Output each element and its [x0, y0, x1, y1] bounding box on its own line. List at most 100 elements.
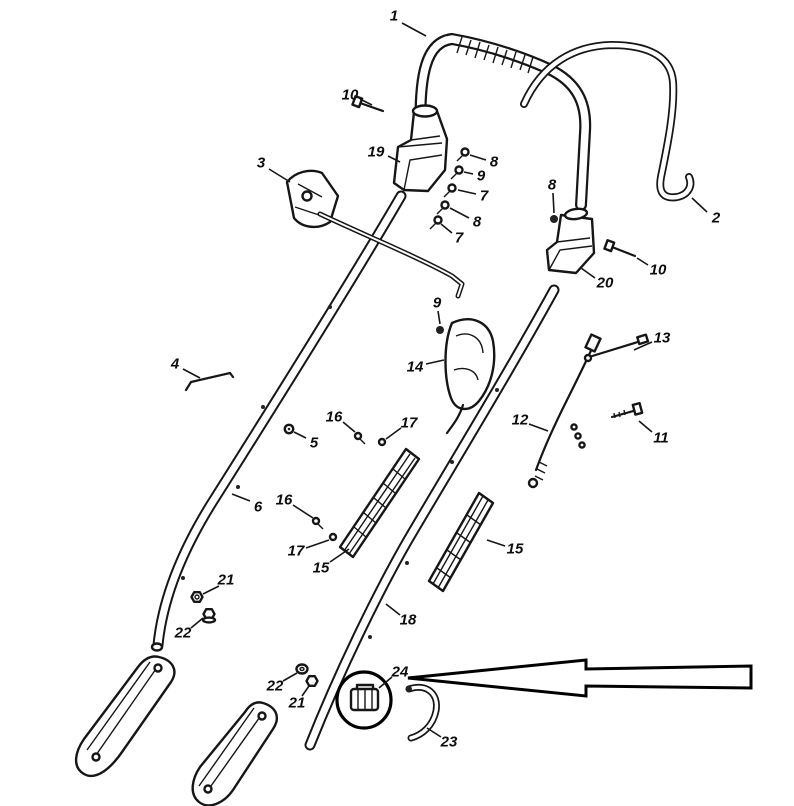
callout-number: 14 — [407, 359, 424, 376]
callout-10-1: 10 — [342, 87, 373, 106]
callout-number: 22 — [266, 678, 284, 695]
callout-12-19: 12 — [512, 412, 549, 432]
callout-leader-line — [552, 192, 555, 214]
part-23-lever — [405, 684, 440, 742]
fastener-column-screws — [429, 147, 470, 230]
callout-leader-line — [182, 368, 201, 379]
part-6-left-lower-tube — [150, 190, 407, 652]
callout-number: 8 — [473, 214, 482, 231]
callout-leader-line — [282, 672, 298, 682]
callout-5-17: 5 — [293, 431, 319, 452]
callout-number: 15 — [507, 541, 524, 558]
callout-leader-line — [437, 310, 441, 325]
callout-16-20: 16 — [326, 409, 356, 433]
callout-3-3: 3 — [257, 155, 291, 183]
callout-leader-line — [231, 493, 251, 502]
fasteners-16-17-lower — [311, 516, 338, 542]
part-3-lever-rod — [285, 169, 465, 299]
callout-leader-line — [293, 431, 307, 439]
highlight-arrow — [407, 658, 753, 698]
callout-number: 20 — [596, 275, 614, 292]
part-10-bolt-left — [351, 95, 385, 113]
highlight-annotations — [335, 658, 753, 730]
callout-7-6: 7 — [457, 188, 489, 205]
callout-leader-line — [691, 197, 708, 213]
callout-number: 16 — [276, 492, 293, 509]
callout-24-32: 24 — [378, 664, 409, 689]
callout-number: 9 — [477, 168, 486, 185]
part-10-bolt-right — [603, 239, 637, 258]
part-20-bracket — [545, 207, 596, 275]
callout-leader-line — [378, 676, 393, 689]
callout-number: 21 — [288, 695, 306, 712]
callout-8-9: 8 — [548, 177, 557, 214]
callout-1-0: 1 — [390, 8, 427, 37]
callout-17-21: 17 — [385, 415, 418, 440]
callout-leader-line — [301, 685, 310, 697]
callout-number: 10 — [650, 262, 667, 279]
callout-leader-line — [305, 539, 330, 549]
callout-15-26: 15 — [486, 539, 524, 558]
callout-number: 11 — [653, 430, 669, 447]
callout-number: 8 — [548, 177, 557, 194]
callout-number: 10 — [342, 87, 359, 104]
callout-leader-line — [440, 223, 453, 234]
callout-leader-line — [463, 171, 474, 175]
callout-leader-line — [528, 423, 549, 432]
callout-20-11: 20 — [580, 267, 614, 292]
callout-4-16: 4 — [170, 356, 201, 379]
callout-leader-line — [449, 207, 470, 219]
part-art — [74, 33, 695, 806]
part-18-right-lower-tube — [304, 284, 560, 751]
callout-leader-line — [292, 504, 314, 519]
callout-leader-line — [580, 267, 596, 279]
callout-leader-line — [359, 98, 373, 106]
part-1-upper-handle — [414, 33, 592, 211]
callout-number: 13 — [654, 330, 671, 347]
callout-number: 18 — [400, 612, 417, 629]
callout-6-22: 6 — [231, 493, 263, 516]
callout-number: 7 — [455, 230, 464, 247]
callout-number: 17 — [288, 543, 305, 560]
callout-9-13: 9 — [433, 295, 442, 325]
callout-leader-line — [342, 421, 356, 433]
screw-dot-9 — [436, 326, 444, 334]
lower-bracket-right — [191, 701, 278, 806]
callout-leader-line — [426, 727, 442, 738]
callout-leader-line — [633, 341, 653, 351]
callout-leader-line — [329, 548, 350, 563]
part-4-rod — [184, 371, 235, 392]
callout-number: 6 — [254, 499, 263, 516]
callout-11-18: 11 — [638, 420, 669, 447]
callout-17-24: 17 — [288, 539, 330, 560]
callout-leader-line — [638, 420, 653, 433]
callout-number: 15 — [313, 560, 330, 577]
callout-7-8: 7 — [440, 223, 464, 247]
callout-leader-line — [457, 189, 477, 195]
callout-19-2: 19 — [368, 144, 401, 163]
hardware-21-22-lower — [295, 663, 319, 687]
callout-21-31: 21 — [288, 685, 310, 712]
hardware-21-22-upper — [190, 591, 217, 624]
part-5-washer — [283, 423, 295, 435]
callout-leader-line — [636, 257, 649, 266]
callout-number: 7 — [480, 188, 489, 205]
callout-number: 16 — [326, 409, 343, 426]
callout-leader-line — [387, 155, 401, 163]
callout-leader-line — [268, 168, 291, 183]
callout-9-5: 9 — [463, 168, 486, 185]
part-15-panel-left — [338, 447, 421, 559]
callout-number: 17 — [401, 415, 418, 432]
callout-leader-line — [425, 359, 445, 365]
callout-2-10: 2 — [691, 197, 721, 227]
callout-leader-line — [202, 585, 220, 595]
callout-8-4: 8 — [469, 154, 499, 171]
part-14-cable-lever — [444, 318, 496, 435]
callout-leader-line — [401, 22, 427, 37]
callout-number: 19 — [368, 144, 385, 161]
callout-number: 2 — [711, 210, 721, 227]
callout-leader-line — [385, 427, 402, 440]
